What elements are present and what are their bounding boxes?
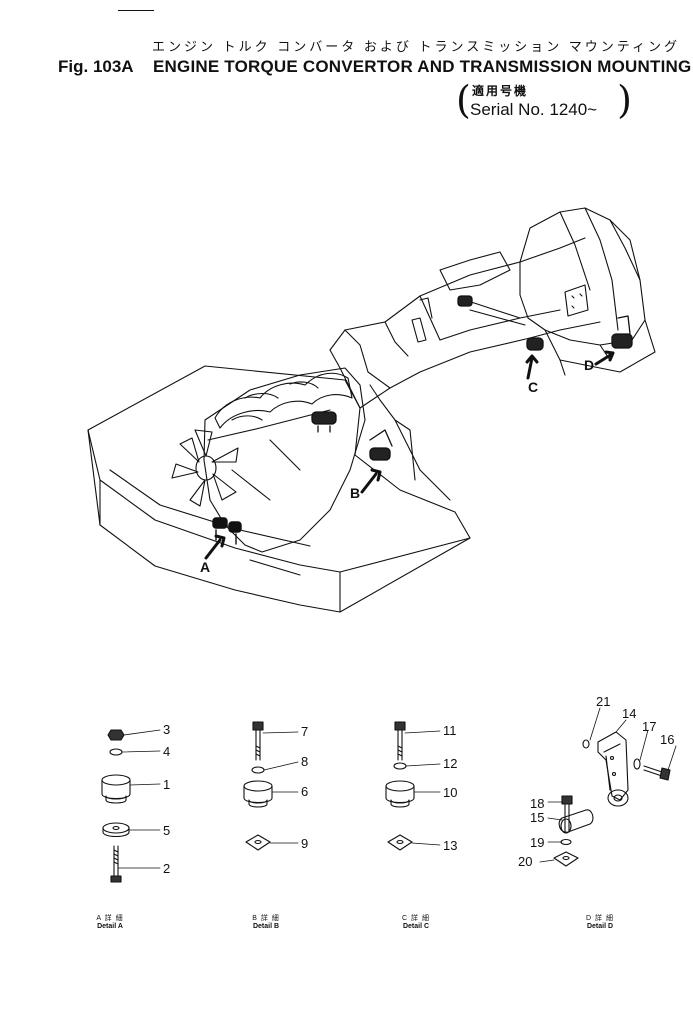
frame-rail-left xyxy=(329,237,586,351)
part-washer xyxy=(393,762,407,770)
part-cylinder-mount xyxy=(558,809,594,834)
part-bolt xyxy=(394,721,406,761)
callout-5: 5 xyxy=(163,823,170,838)
mount-a xyxy=(212,517,242,545)
mount-d xyxy=(611,315,633,349)
mount-b xyxy=(369,429,393,461)
view-arrow-d: D xyxy=(584,350,615,373)
title-english: ENGINE TORQUE CONVERTOR AND TRANSMISSION… xyxy=(153,57,692,76)
callout-12: 12 xyxy=(443,756,457,771)
view-arrow-c: C xyxy=(525,354,539,395)
detail-b-parts xyxy=(243,721,299,851)
engine-head xyxy=(214,372,353,429)
callout-3: 3 xyxy=(163,722,170,737)
detail-d-caption-en: Detail D xyxy=(586,923,614,930)
part-bolt xyxy=(252,721,264,761)
part-cushion-plate xyxy=(102,822,130,838)
detail-b-caption-jp: B 詳 細 xyxy=(252,915,280,922)
view-arrow-b: B xyxy=(350,468,382,501)
part-small-pin xyxy=(582,739,590,749)
part-long-bolt xyxy=(110,845,122,883)
part-rubber-mount xyxy=(243,780,273,808)
detail-d-caption-jp: D 詳 細 xyxy=(586,915,614,922)
callout-1: 1 xyxy=(163,777,170,792)
vertical-post xyxy=(411,297,433,343)
detail-a-caption-en: Detail A xyxy=(97,923,123,930)
frame-base-edge xyxy=(87,429,471,613)
frame-rail-right xyxy=(359,321,601,409)
engine-head-ribs xyxy=(231,381,319,421)
part-lock-washer xyxy=(633,758,641,770)
callout-8: 8 xyxy=(301,754,308,769)
callout-15: 15 xyxy=(530,810,544,825)
frame-base-plate xyxy=(87,365,471,613)
callout-9: 9 xyxy=(301,836,308,851)
part-square-washer xyxy=(387,834,413,851)
part-side-bolt xyxy=(643,765,671,781)
arrow-label-a: A xyxy=(200,559,210,575)
detail-c-caption-jp: C 詳 細 xyxy=(402,915,430,922)
title-japanese: エンジン トルク コンバータ および トランスミッション マウンティング xyxy=(152,39,681,54)
callout-10: 10 xyxy=(443,785,457,800)
transmission-plate xyxy=(564,284,589,317)
callout-6: 6 xyxy=(301,784,308,799)
arrow-label-d: D xyxy=(584,357,594,373)
arrow-label-c: C xyxy=(528,379,538,395)
engine-block xyxy=(203,367,366,553)
detail-a-caption-jp: A 詳 細 xyxy=(96,915,124,922)
part-rubber-mount xyxy=(101,774,131,804)
figure-number: Fig. 103A xyxy=(58,57,134,76)
detail-b-caption-en: Detail B xyxy=(252,923,280,930)
frame-base-inner xyxy=(109,469,311,576)
transmission-housing xyxy=(519,207,646,346)
callout-14: 14 xyxy=(622,706,636,721)
part-washer xyxy=(109,748,123,756)
callout-20: 20 xyxy=(518,854,532,869)
view-arrow-a: A xyxy=(200,534,226,575)
right-paren: ) xyxy=(617,78,632,122)
fan xyxy=(171,429,239,507)
detail-c-caption-en: Detail C xyxy=(402,923,430,930)
frame-bracket-lines xyxy=(369,309,561,501)
main-frame-assembly xyxy=(87,207,656,613)
callout-11: 11 xyxy=(443,723,457,738)
serial-english: Serial No. 1240~ xyxy=(470,100,598,119)
mount-c xyxy=(526,337,544,351)
left-paren: ( xyxy=(456,78,471,122)
part-square-washer xyxy=(245,834,271,851)
callout-21: 21 xyxy=(596,694,610,709)
mount-upper-right xyxy=(457,295,473,307)
detail-d-parts xyxy=(539,707,677,867)
mount-engine-upper xyxy=(311,411,337,433)
frame-rear-section xyxy=(544,319,656,376)
serial-japanese: 適用号機 xyxy=(472,84,529,98)
serial-applicability: ( 適用号機 Serial No. 1240~ ) xyxy=(456,80,632,124)
arrow-label-b: B xyxy=(350,485,360,501)
frame-crossmember xyxy=(329,295,441,409)
callout-2: 2 xyxy=(163,861,170,876)
callout-18: 18 xyxy=(530,796,544,811)
part-bracket xyxy=(597,731,629,807)
part-nut xyxy=(107,729,125,741)
part-vertical-bolt xyxy=(561,795,573,833)
callout-4: 4 xyxy=(163,744,170,759)
detail-c-parts xyxy=(385,721,441,851)
callout-7: 7 xyxy=(301,724,308,739)
top-rule xyxy=(118,10,154,11)
detail-a-parts xyxy=(101,729,161,883)
callout-16: 16 xyxy=(660,732,674,747)
callout-13: 13 xyxy=(443,838,457,853)
engine-side-lines xyxy=(207,409,331,501)
part-square-washer xyxy=(553,851,579,867)
callout-19: 19 xyxy=(530,835,544,850)
part-washer xyxy=(251,766,265,774)
callout-17: 17 xyxy=(642,719,656,734)
upper-member xyxy=(439,251,526,326)
transmission-housing-face xyxy=(559,207,641,331)
part-rubber-mount xyxy=(385,780,415,808)
part-washer xyxy=(560,838,572,846)
